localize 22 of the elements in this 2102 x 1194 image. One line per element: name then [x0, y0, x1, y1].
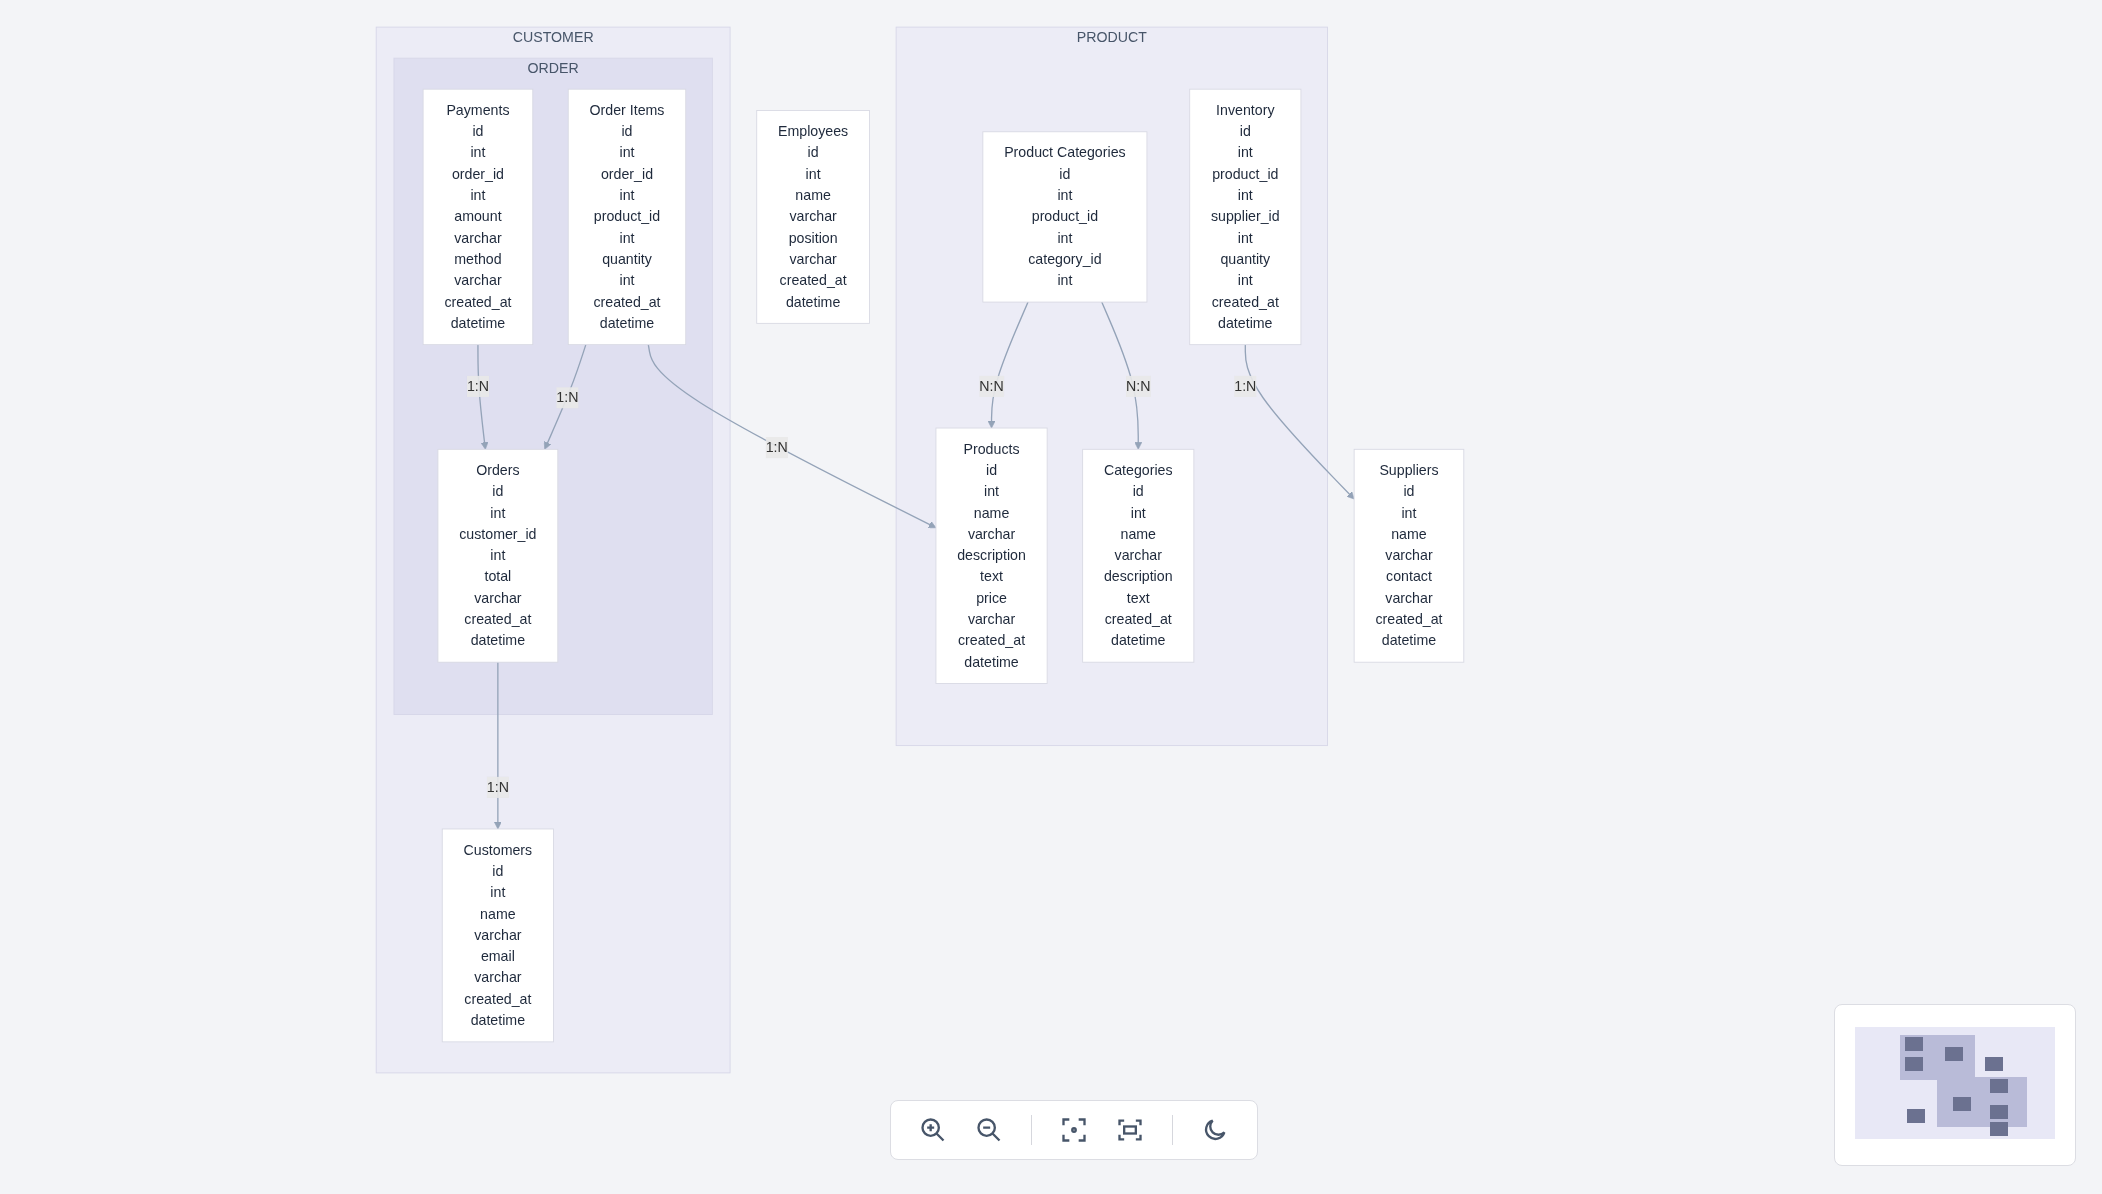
- edge-label: N:N: [1126, 378, 1151, 394]
- edge-label: 1:N: [1234, 378, 1257, 394]
- node-box: Employees id int name varchar position varchar created_at datetime: [756, 110, 870, 324]
- node-box: Product Categories id int product_id int category_id int: [982, 131, 1148, 303]
- arrow: [1244, 344, 1355, 500]
- arrow: [477, 344, 489, 450]
- node-box: Suppliers id int name varchar contact varchar created_at datetime: [1353, 448, 1465, 663]
- arrow: [543, 344, 587, 450]
- arrow: [493, 661, 502, 830]
- arrow: [647, 344, 937, 529]
- edge-label: N:N: [979, 378, 1004, 394]
- edge-label: 1:N: [466, 378, 489, 394]
- node-box: Payments id int order_id int amount varchar method varchar created_at datetime: [422, 88, 534, 346]
- node-box: Orders id int customer_id int total varchar created_at datetime: [437, 448, 559, 663]
- node-box: Products id int name varchar description text price varchar created_at datetime: [935, 427, 1048, 684]
- edge-label: 1:N: [765, 439, 788, 455]
- edge-label: 1:N: [556, 389, 579, 405]
- node-box: Customers id int name varchar email varchar created_at datetime: [441, 828, 554, 1043]
- node-box: Inventory id int product_id int supplier_id int quantity int created_at datetime: [1189, 88, 1302, 346]
- edge-label: 1:N: [486, 779, 509, 795]
- node-box: Order Items id int order_id int product_id int quantity int created_at datetime: [567, 88, 687, 346]
- node-box: Categories id int name varchar description text created_at datetime: [1082, 448, 1195, 663]
